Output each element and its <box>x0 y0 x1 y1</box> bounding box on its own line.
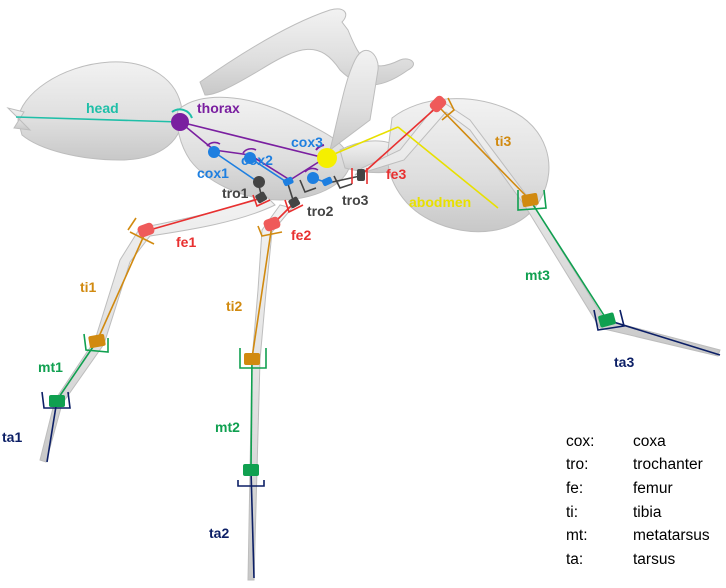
label-cox1: cox1 <box>197 165 229 181</box>
abdomen-line-b <box>397 126 499 209</box>
mt2-line <box>250 357 253 471</box>
head-line <box>15 116 181 123</box>
label-ti1: ti1 <box>80 279 97 295</box>
thorax-line-d <box>249 154 291 181</box>
fe1-line <box>145 197 263 232</box>
fe3-marker <box>429 95 447 113</box>
label-ta1: ta1 <box>2 429 22 445</box>
cox1-line <box>213 151 259 183</box>
abdomen-joint-marker <box>317 148 337 168</box>
tro1-marker <box>253 176 265 188</box>
label-ta3: ta3 <box>614 354 634 370</box>
legend-abbr: ti: <box>566 503 579 521</box>
cox2-line <box>249 157 289 184</box>
legend-meaning: metatarsus <box>633 527 710 545</box>
legend-meaning: coxa <box>633 432 666 450</box>
ti3-line <box>437 105 531 201</box>
label-mt2: mt2 <box>215 419 240 435</box>
label-fe3: fe3 <box>386 166 406 182</box>
legend-row: fe: femur <box>566 477 710 501</box>
legend-meaning: tibia <box>633 503 662 521</box>
abdomen-line-a <box>324 126 399 159</box>
ti2-marker <box>244 353 260 365</box>
abbreviation-legend: cox: coxa tro: trochanter fe: femur ti: … <box>566 430 710 572</box>
label-mt1: mt1 <box>38 359 63 375</box>
legend-abbr: fe: <box>566 479 584 497</box>
label-cox2: cox2 <box>241 152 273 168</box>
label-mt3: mt3 <box>525 267 550 283</box>
label-ti2: ti2 <box>226 298 243 314</box>
thorax-joint-marker <box>171 113 189 131</box>
tro3-line <box>327 175 361 184</box>
legend-meaning: trochanter <box>633 456 703 474</box>
cox3-marker <box>307 172 319 184</box>
legend-abbr: mt: <box>566 527 588 545</box>
label-abdomen: abodmen <box>409 194 471 210</box>
label-ta2: ta2 <box>209 525 229 541</box>
legend-abbr: cox: <box>566 432 595 450</box>
ti2-line <box>251 224 273 359</box>
ta2-line <box>250 469 255 579</box>
ta1-line <box>46 399 58 463</box>
ta3-line <box>606 319 721 356</box>
label-tro1: tro1 <box>222 185 249 201</box>
legend-row: ti: tibia <box>566 501 710 525</box>
legend-meaning: tarsus <box>633 550 676 568</box>
mt1-marker <box>49 395 65 407</box>
fe3-line <box>359 105 439 177</box>
label-head: head <box>86 100 119 116</box>
label-cox3: cox3 <box>291 134 323 150</box>
label-fe2: fe2 <box>291 227 311 243</box>
label-thorax: thorax <box>197 100 240 116</box>
joint-markers <box>41 95 625 487</box>
fe1-marker <box>137 222 155 238</box>
legend-abbr: ta: <box>566 550 584 568</box>
ti1-marker <box>88 334 106 348</box>
skeleton-lines <box>15 105 721 579</box>
part-labels: head thorax abodmen cox1 cox2 cox3 tro1 … <box>2 100 634 541</box>
label-tro2: tro2 <box>307 203 334 219</box>
legend-row: mt: metatarsus <box>566 524 710 548</box>
legend-meaning: femur <box>633 479 673 497</box>
ant-silhouette <box>6 8 721 581</box>
fe2-marker <box>263 216 281 232</box>
legend-row: cox: coxa <box>566 430 710 454</box>
thorax-line-a <box>179 121 326 159</box>
mt3-line <box>529 199 608 321</box>
thorax-line-c <box>213 149 251 156</box>
label-ti3: ti3 <box>495 133 512 149</box>
legend-abbr: tro: <box>566 456 589 474</box>
ti1-line <box>96 230 147 342</box>
ti3-marker <box>521 193 539 207</box>
cox1-marker <box>208 146 220 158</box>
mt3-marker <box>598 312 616 328</box>
label-fe1: fe1 <box>176 234 196 250</box>
cox2-marker <box>244 152 256 164</box>
legend-row: ta: tarsus <box>566 548 710 572</box>
label-tro3: tro3 <box>342 192 369 208</box>
legend-row: tro: trochanter <box>566 454 710 478</box>
mt2-marker <box>243 464 259 476</box>
